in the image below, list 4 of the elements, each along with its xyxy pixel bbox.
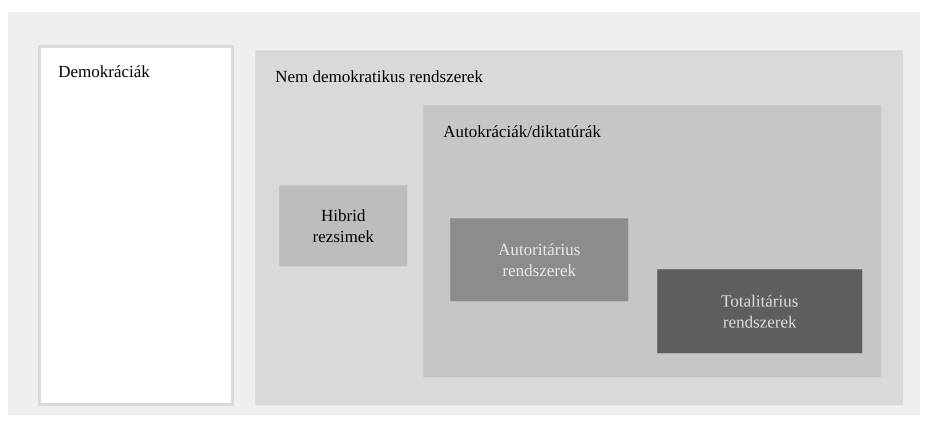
category-box: Hibrid rezsimek (279, 185, 408, 266)
category-box: Totalitárius rendszerek (657, 269, 862, 354)
category-box: Demokráciák (38, 45, 234, 406)
category-box: Autoritárius rendszerek (450, 218, 628, 302)
